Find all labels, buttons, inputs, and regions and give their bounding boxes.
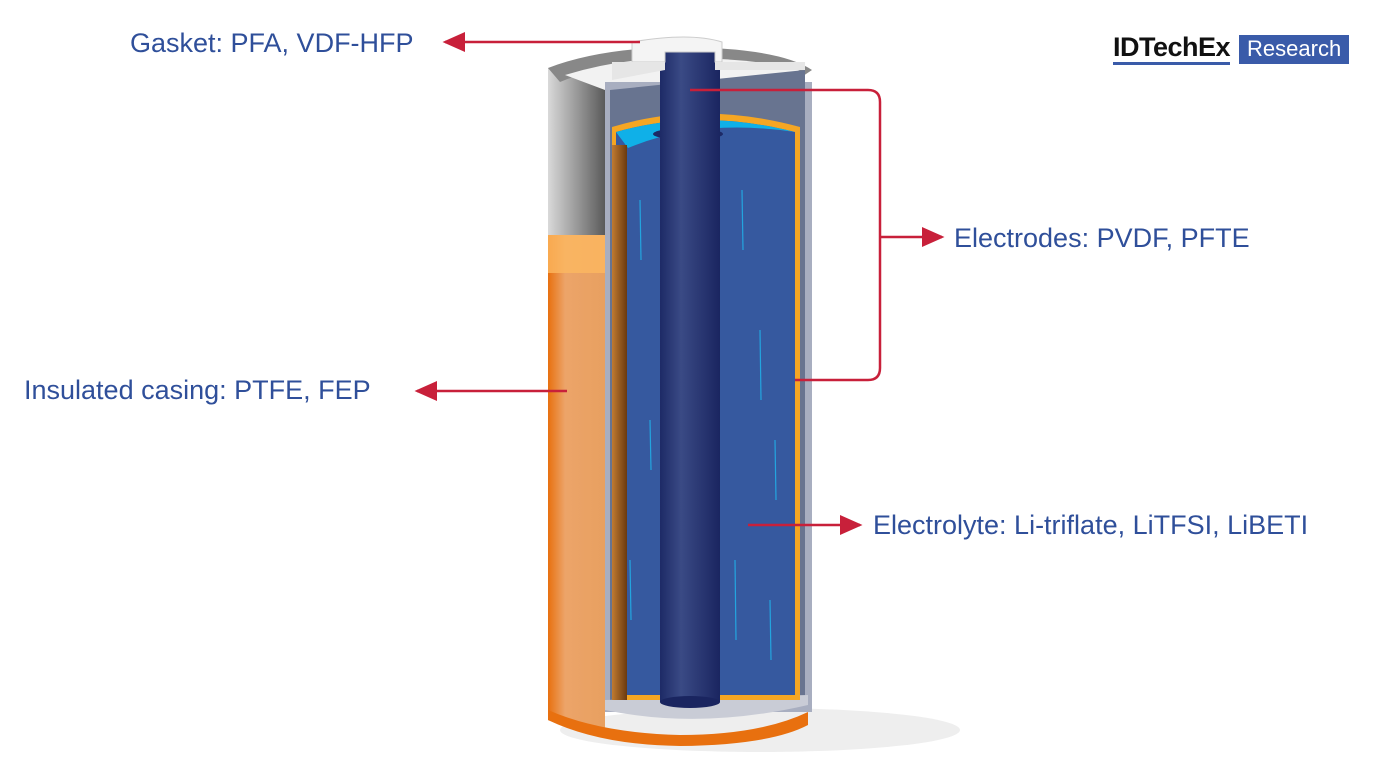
electrolyte-label: Electrolyte: Li-triflate, LiTFSI, LiBETI <box>873 510 1309 540</box>
logo-wordmark: IDTechEx <box>1113 34 1231 65</box>
gasket <box>612 36 805 80</box>
logo-research-box: Research <box>1239 35 1350 64</box>
electrodes-label: Electrodes: PVDF, PFTE <box>954 223 1250 253</box>
casing-label: Insulated casing: PTFE, FEP <box>24 375 371 405</box>
idtechex-logo: IDTechEx Research <box>1113 34 1350 65</box>
gasket-label: Gasket: PFA, VDF-HFP <box>130 28 414 58</box>
current-collector-rod <box>660 50 720 702</box>
callout-arrows <box>414 32 945 535</box>
electrodes-bracket <box>690 88 882 382</box>
